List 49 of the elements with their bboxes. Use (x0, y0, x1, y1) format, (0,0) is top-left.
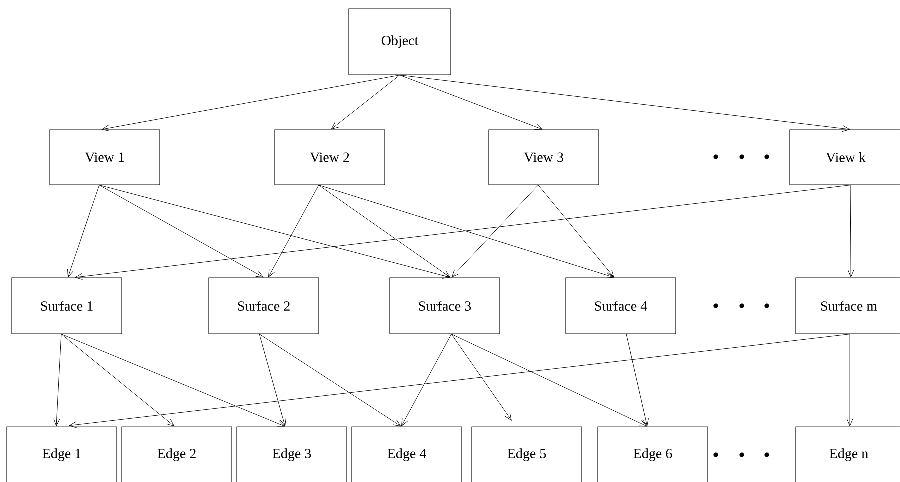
node-box (122, 426, 232, 482)
arrow (402, 334, 452, 426)
arrow (259, 334, 402, 427)
box-label: Edge 6 (634, 448, 672, 462)
box-label: Edge 2 (158, 448, 196, 462)
node-box (352, 426, 462, 482)
arrow (848, 185, 854, 278)
box-label: Edge n (830, 448, 868, 462)
node-box: View k (790, 130, 900, 186)
arrow (331, 75, 400, 130)
arrow (538, 185, 614, 278)
arrow (61, 334, 175, 427)
box-label: Edge 1 (42, 448, 81, 462)
arrow (452, 185, 539, 278)
box-label: Edge 5 (508, 448, 546, 462)
node-box (236, 426, 348, 482)
box-label: Edge 3 (272, 448, 312, 462)
arrow (259, 334, 286, 426)
node-box (472, 426, 582, 482)
node-box: Surface 2 (208, 278, 320, 334)
arrow (102, 75, 400, 132)
arrow (846, 334, 854, 426)
node-box: View 2 (274, 130, 386, 186)
arrow (451, 334, 512, 421)
node-box: Object (348, 8, 452, 76)
arrow (99, 185, 264, 278)
arrow (54, 334, 62, 426)
node-box: View 1 (50, 130, 160, 186)
arrow (400, 75, 850, 132)
box-label: Edge 4 (388, 448, 426, 462)
arrow (318, 185, 614, 279)
arrow (318, 185, 450, 278)
arrow (69, 334, 850, 428)
node-box: Surface 3 (390, 278, 500, 334)
node-box: View 3 (488, 130, 600, 186)
node-box: Surface 1 (12, 278, 122, 334)
arrow (99, 185, 450, 279)
node-box: Surface 4 (566, 278, 676, 334)
arrow (75, 185, 851, 280)
arrow (400, 75, 543, 130)
arrow (451, 334, 648, 427)
node-box: Surface m (796, 278, 900, 334)
arrow (61, 334, 286, 427)
arrow (268, 185, 320, 278)
node-box (6, 426, 118, 482)
arrow (67, 185, 100, 278)
node-box (598, 426, 708, 482)
arrow (626, 334, 649, 426)
node-box (796, 426, 900, 482)
